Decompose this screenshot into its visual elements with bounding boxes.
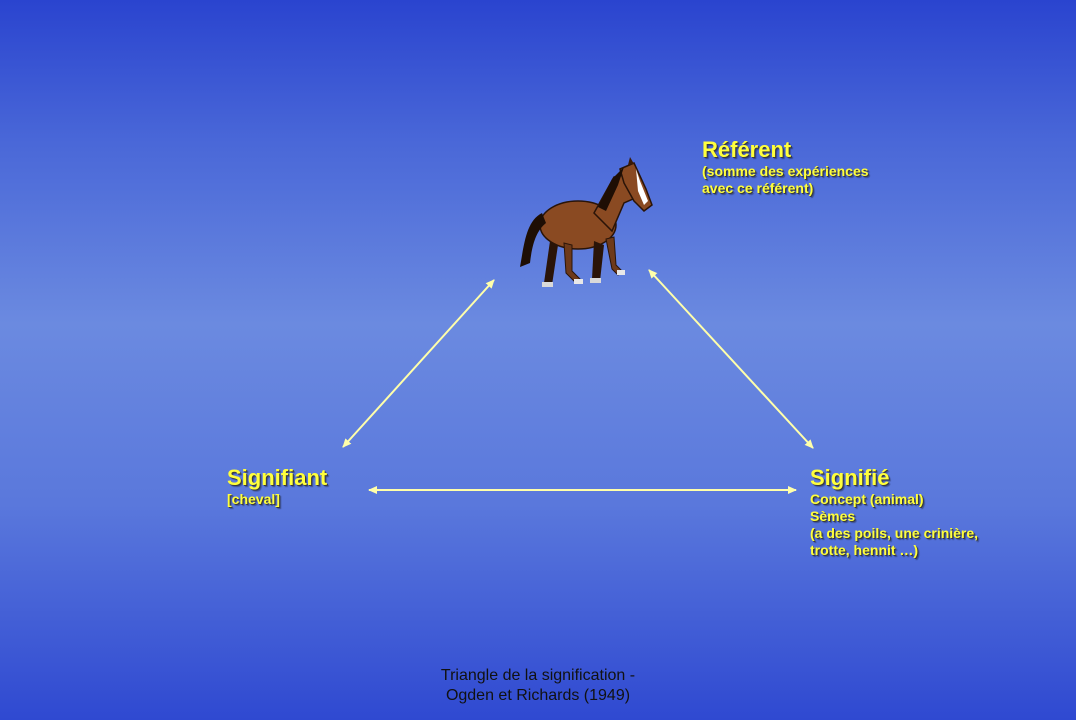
caption: Triangle de la signification - Ogden et … — [0, 666, 1076, 706]
arrow-signifiant-referent — [342, 279, 495, 448]
signifie-line-2: Sèmes — [810, 508, 856, 525]
caption-line-1: Triangle de la signification - — [440, 667, 636, 684]
signifiant-label: Signifiant [cheval] — [227, 465, 327, 508]
referent-label: Référent (somme des expériences avec ce … — [702, 137, 869, 197]
referent-line-1: (somme des expériences — [702, 163, 869, 180]
signifie-line-1: Concept (animal) — [810, 491, 924, 508]
signifie-line-4: trotte, hennit …) — [810, 541, 919, 558]
arrow-referent-signifie — [648, 269, 814, 449]
signifie-label: Signifié Concept (animal) Sèmes (a des p… — [810, 465, 978, 559]
caption-line-2: Ogden et Richards (1949) — [445, 687, 631, 704]
referent-line-2: avec ce référent) — [702, 180, 814, 197]
signifie-line-3: (a des poils, une crinière, — [810, 524, 979, 541]
signifiant-line-1: [cheval] — [227, 491, 280, 508]
signifie-title: Signifié — [810, 465, 890, 490]
horse-icon — [520, 157, 653, 287]
signifiant-title: Signifiant — [227, 465, 328, 490]
referent-title: Référent — [702, 137, 792, 162]
